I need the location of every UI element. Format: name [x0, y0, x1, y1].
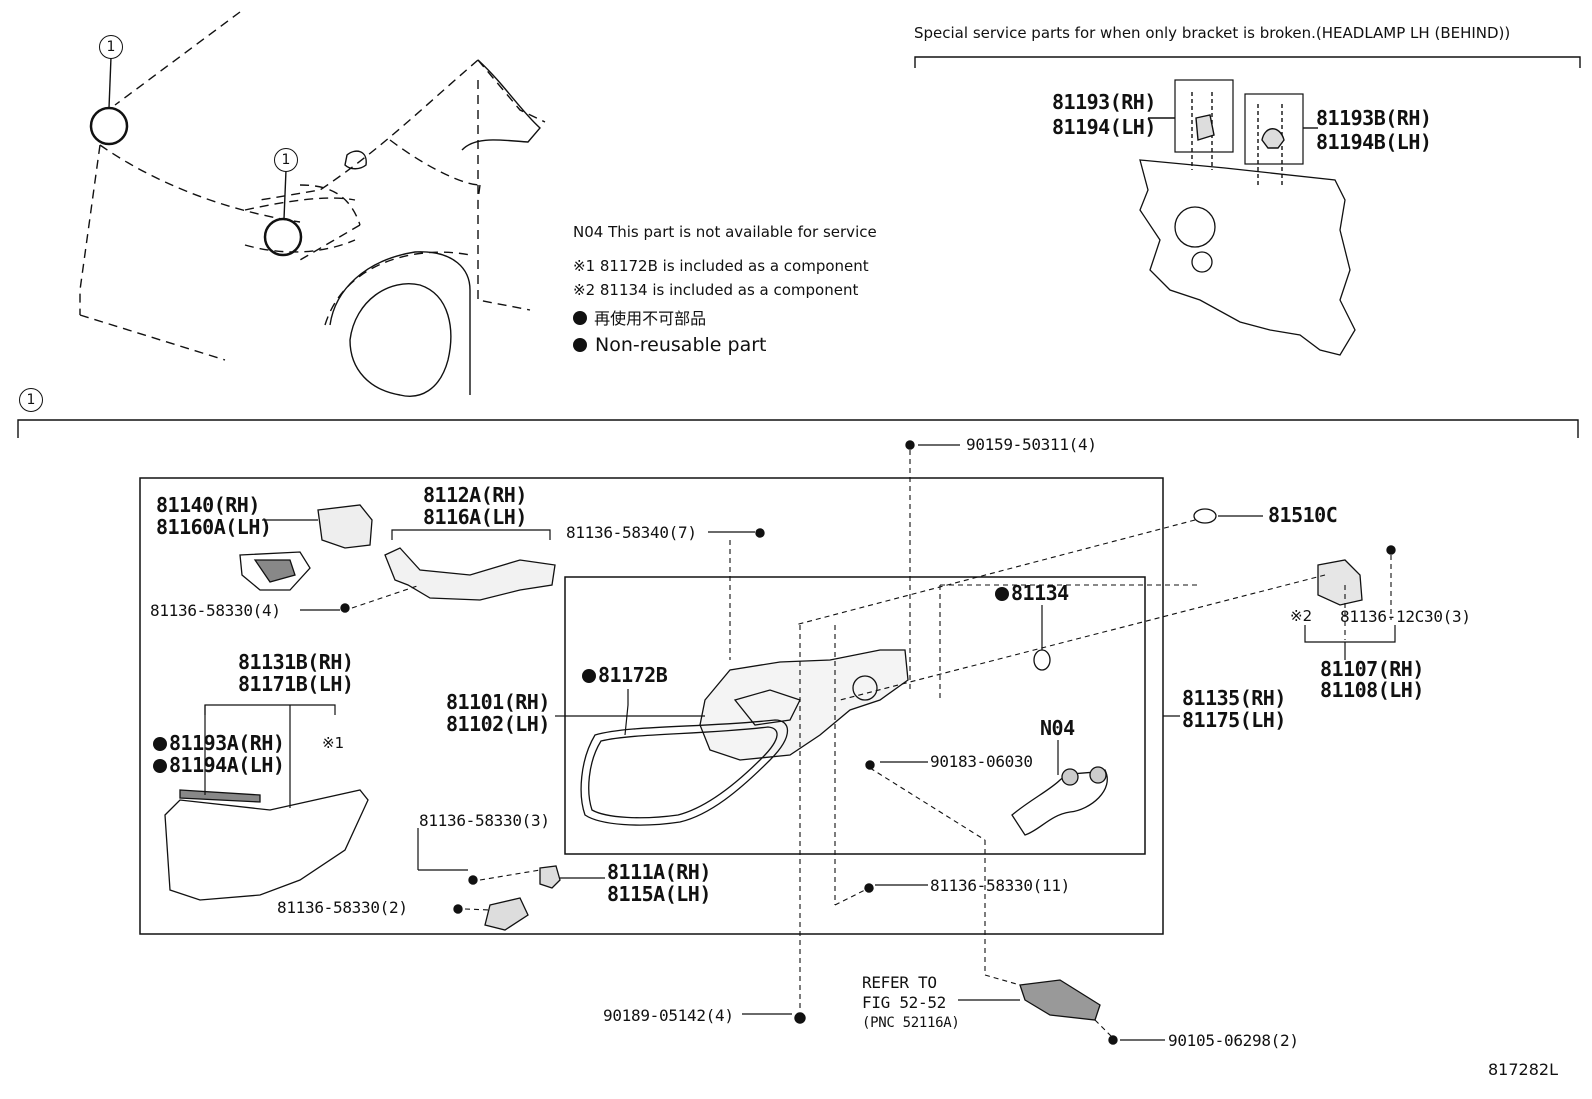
vehicle-outline	[79, 11, 546, 361]
part-90183-06030: 90183-06030	[930, 752, 1033, 771]
note-non-reusable-jp: 再使用不可部品	[573, 311, 706, 327]
part-81136-58340: 81136-58340(7)	[566, 523, 697, 542]
part-81193b-rh: 81193B(RH)	[1316, 106, 1432, 130]
note-ref1: ※1 81172B is included as a component	[573, 257, 869, 275]
part-81172b: 81172B	[582, 663, 668, 687]
part-81136-12c30: 81136-12C30(3)	[1340, 607, 1471, 626]
part-81134: 81134	[995, 583, 1069, 603]
part-81194-lh: 81194(LH)	[1052, 115, 1156, 139]
part-81140-rh: 81140(RH)	[156, 493, 260, 517]
non-reusable-en-text: Non-reusable part	[595, 334, 767, 356]
figure-id: 817282L	[1488, 1060, 1558, 1079]
part-81136-58330-4: 81136-58330(4)	[150, 601, 281, 620]
refer-line-2: FIG 52-52	[862, 993, 946, 1012]
part-81194a-text: 81194A(LH)	[169, 753, 285, 777]
non-reusable-dot-icon	[573, 338, 587, 352]
part-90189-05142: 90189-05142(4)	[603, 1006, 734, 1025]
non-reusable-jp-text: 再使用不可部品	[594, 309, 707, 328]
bracket-kit-right	[1244, 93, 1304, 165]
part-90105-06298: 90105-06298(2)	[1168, 1031, 1299, 1050]
special-service-bracket	[914, 56, 1581, 68]
part-81107-rh: 81107(RH)	[1320, 657, 1424, 681]
part-81136-58330-3: 81136-58330(3)	[419, 811, 550, 830]
part-81135-rh: 81135(RH)	[1182, 686, 1286, 710]
part-81134-text: 81134	[1011, 581, 1069, 605]
part-81171b-lh: 81171B(LH)	[238, 672, 354, 696]
part-81160a-lh: 81160A(LH)	[156, 515, 272, 539]
part-81194b-lh: 81194B(LH)	[1316, 130, 1432, 154]
bracket-kit-left	[1174, 79, 1234, 153]
part-81131b-rh: 81131B(RH)	[238, 650, 354, 674]
assembly-bracket	[17, 419, 1579, 438]
note-ref2: ※2 81134 is included as a component	[573, 281, 859, 299]
solid-leaders	[204, 444, 1396, 1041]
vehicle-solid-lines	[329, 59, 541, 397]
refer-line-1: REFER TO	[862, 973, 937, 992]
part-81136-58330-11: 81136-58330(11)	[930, 876, 1070, 895]
part-81102-lh: 81102(LH)	[446, 712, 550, 736]
part-81172b-text: 81172B	[598, 663, 668, 687]
part-81101-rh: 81101(RH)	[446, 690, 550, 714]
non-reusable-dot-icon	[995, 587, 1009, 601]
part-8112a-rh: 8112A(RH)	[423, 483, 527, 507]
note-non-reusable-en: Non-reusable part	[573, 336, 766, 355]
headlamp-location-marker	[89, 106, 129, 146]
part-n04: N04	[1040, 716, 1075, 740]
callout-circle: 1	[19, 388, 43, 412]
non-reusable-dot-icon	[153, 759, 167, 773]
part-81175-lh: 81175(LH)	[1182, 708, 1286, 732]
part-81194a-lh: 81194A(LH)	[153, 753, 285, 777]
part-8111a-rh: 8111A(RH)	[607, 860, 711, 884]
part-81193a-rh: 81193A(RH)	[153, 731, 285, 755]
part-8115a-lh: 8115A(LH)	[607, 882, 711, 906]
part-81136-58330-2: 81136-58330(2)	[277, 898, 408, 917]
headlamp-assembly-frame	[139, 477, 1164, 935]
headlamp-behind-outline	[1139, 159, 1356, 356]
ref1-mark: ※1	[322, 734, 345, 752]
special-service-note: Special service parts for when only brac…	[914, 24, 1511, 42]
part-81193a-text: 81193A(RH)	[169, 731, 285, 755]
part-81193-rh: 81193(RH)	[1052, 90, 1156, 114]
headlamp-location-marker	[263, 217, 303, 257]
refer-line-3: (PNC 52116A)	[862, 1015, 960, 1031]
part-81108-lh: 81108(LH)	[1320, 678, 1424, 702]
callout-circle: 1	[99, 35, 123, 59]
non-reusable-dot-icon	[153, 737, 167, 751]
part-8116a-lh: 8116A(LH)	[423, 505, 527, 529]
callout-circle: 1	[274, 148, 298, 172]
component-sketches	[164, 504, 1363, 1021]
part-81510c: 81510C	[1268, 503, 1338, 527]
note-n04: N04 This part is not available for servi…	[573, 223, 877, 241]
ref2-mark: ※2	[1290, 607, 1313, 625]
screw-icons	[340, 440, 1396, 1045]
dashed-leaders	[351, 450, 1392, 1039]
part-90159-50311: 90159-50311(4)	[966, 435, 1097, 454]
non-reusable-dot-icon	[573, 311, 587, 325]
non-reusable-dot-icon	[582, 669, 596, 683]
